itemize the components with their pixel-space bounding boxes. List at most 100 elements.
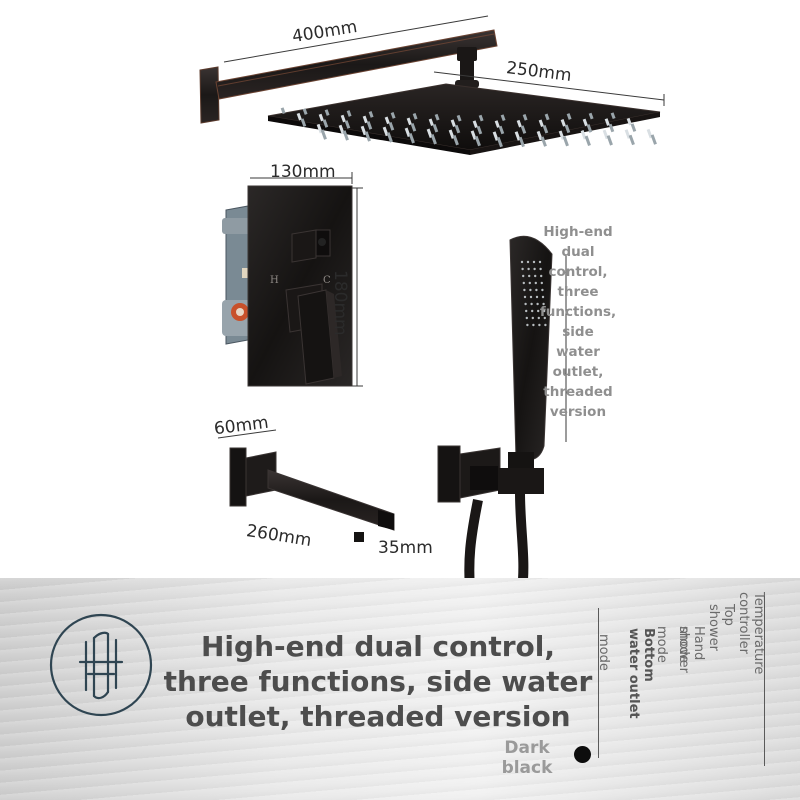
- nozzle: [586, 124, 593, 133]
- nozzle: [320, 129, 327, 140]
- hand-nozzle: [534, 274, 537, 278]
- hand-nozzle: [543, 309, 546, 313]
- nozzle: [432, 123, 439, 133]
- valve-assembly: H C: [222, 185, 353, 387]
- dimension-lines: [217, 15, 665, 442]
- nozzle: [478, 114, 484, 122]
- hand-nozzle: [536, 302, 539, 306]
- nozzle: [388, 122, 395, 131]
- nozzle: [344, 120, 351, 129]
- hand-nozzle: [522, 281, 525, 285]
- nozzle: [544, 113, 550, 121]
- hand-nozzle: [537, 316, 540, 320]
- hand-shower-nozzles: [520, 260, 547, 327]
- dim-spout-outlet: 35mm: [378, 538, 433, 558]
- nozzle: [430, 134, 437, 145]
- dim-valve-width: 130mm: [270, 162, 336, 182]
- dim-valve-height: 180mm: [330, 270, 350, 336]
- nozzle: [608, 123, 615, 133]
- hand-nozzle: [543, 316, 546, 320]
- hand-nozzle: [525, 309, 528, 313]
- nozzle: [318, 113, 324, 122]
- nozzle: [610, 112, 616, 120]
- nozzle: [516, 119, 522, 128]
- nozzle: [454, 124, 461, 134]
- hand-nozzle: [535, 295, 539, 299]
- nozzle: [628, 134, 635, 146]
- nozzle: [500, 114, 506, 122]
- svg-text:H: H: [270, 275, 279, 286]
- hand-nozzle: [523, 295, 527, 299]
- nozzle: [342, 130, 349, 141]
- color-variant-label: Dark black: [501, 738, 553, 778]
- nozzle: [386, 132, 393, 143]
- nozzle: [498, 125, 505, 135]
- tub-spout: [229, 447, 395, 542]
- nozzle: [476, 125, 483, 135]
- nozzle: [280, 107, 286, 115]
- hand-nozzle: [520, 260, 524, 264]
- nozzle: [630, 123, 637, 132]
- nozzle: [588, 112, 594, 120]
- hand-nozzle: [525, 316, 528, 320]
- overlay-caption-line: outlet,: [552, 364, 604, 380]
- legend-divider: [764, 596, 765, 766]
- mode-label-text: shower: [706, 604, 721, 651]
- mode-label-7: mode: [596, 634, 611, 671]
- hand-nozzle: [540, 274, 543, 278]
- overlay-caption-line: High-end: [543, 224, 613, 240]
- overlay-caption-line: three: [557, 284, 599, 300]
- overlay-caption-line: threaded: [543, 384, 613, 400]
- overlay-caption-line: dual: [561, 244, 595, 260]
- nozzle: [496, 136, 503, 148]
- mode-label-text: Top: [721, 604, 736, 626]
- nozzle: [434, 113, 440, 121]
- hand-nozzle: [541, 288, 544, 292]
- nozzle: [296, 112, 302, 121]
- rain-shower-head: [267, 83, 661, 155]
- svg-text:C: C: [323, 275, 331, 286]
- nozzle: [650, 134, 657, 145]
- hand-shower: [437, 235, 553, 591]
- hand-nozzle: [538, 260, 542, 264]
- nozzle: [520, 125, 527, 134]
- hand-nozzle: [540, 281, 543, 285]
- nozzle: [428, 118, 434, 127]
- hand-nozzle: [522, 274, 525, 278]
- overlay-caption-line: functions,: [539, 304, 617, 320]
- hand-nozzle: [529, 295, 533, 299]
- nozzle: [542, 124, 549, 134]
- hand-nozzle: [532, 260, 536, 264]
- hand-nozzle: [526, 260, 530, 264]
- mode-label-text: water outlet: [626, 628, 641, 719]
- monogram-logo-icon: [49, 613, 153, 717]
- nozzle: [364, 131, 371, 142]
- banner-title-line-1: High-end dual control,: [201, 630, 555, 663]
- nozzle: [472, 120, 478, 128]
- mode-label-text: mode: [676, 626, 691, 663]
- mode-label-text: Bottom: [641, 628, 656, 682]
- nozzle: [456, 114, 462, 122]
- overlay-caption-line: control,: [548, 264, 608, 280]
- hand-nozzle: [532, 323, 535, 327]
- hand-nozzle: [538, 323, 541, 327]
- nozzle: [566, 113, 572, 120]
- nozzle: [522, 113, 528, 121]
- hand-nozzle: [544, 323, 547, 327]
- nozzle: [540, 136, 547, 147]
- hand-nozzle: [541, 295, 545, 299]
- nozzle: [626, 117, 632, 126]
- mode-label-text: controller: [736, 592, 751, 655]
- nozzle: [564, 124, 571, 134]
- nozzle: [362, 115, 368, 124]
- overlay-caption-line: water: [556, 344, 600, 360]
- mode-label-text: mode: [596, 634, 611, 671]
- nozzle: [604, 118, 610, 126]
- hand-nozzle: [530, 302, 533, 306]
- hand-nozzle: [529, 288, 532, 292]
- nozzle: [518, 136, 525, 148]
